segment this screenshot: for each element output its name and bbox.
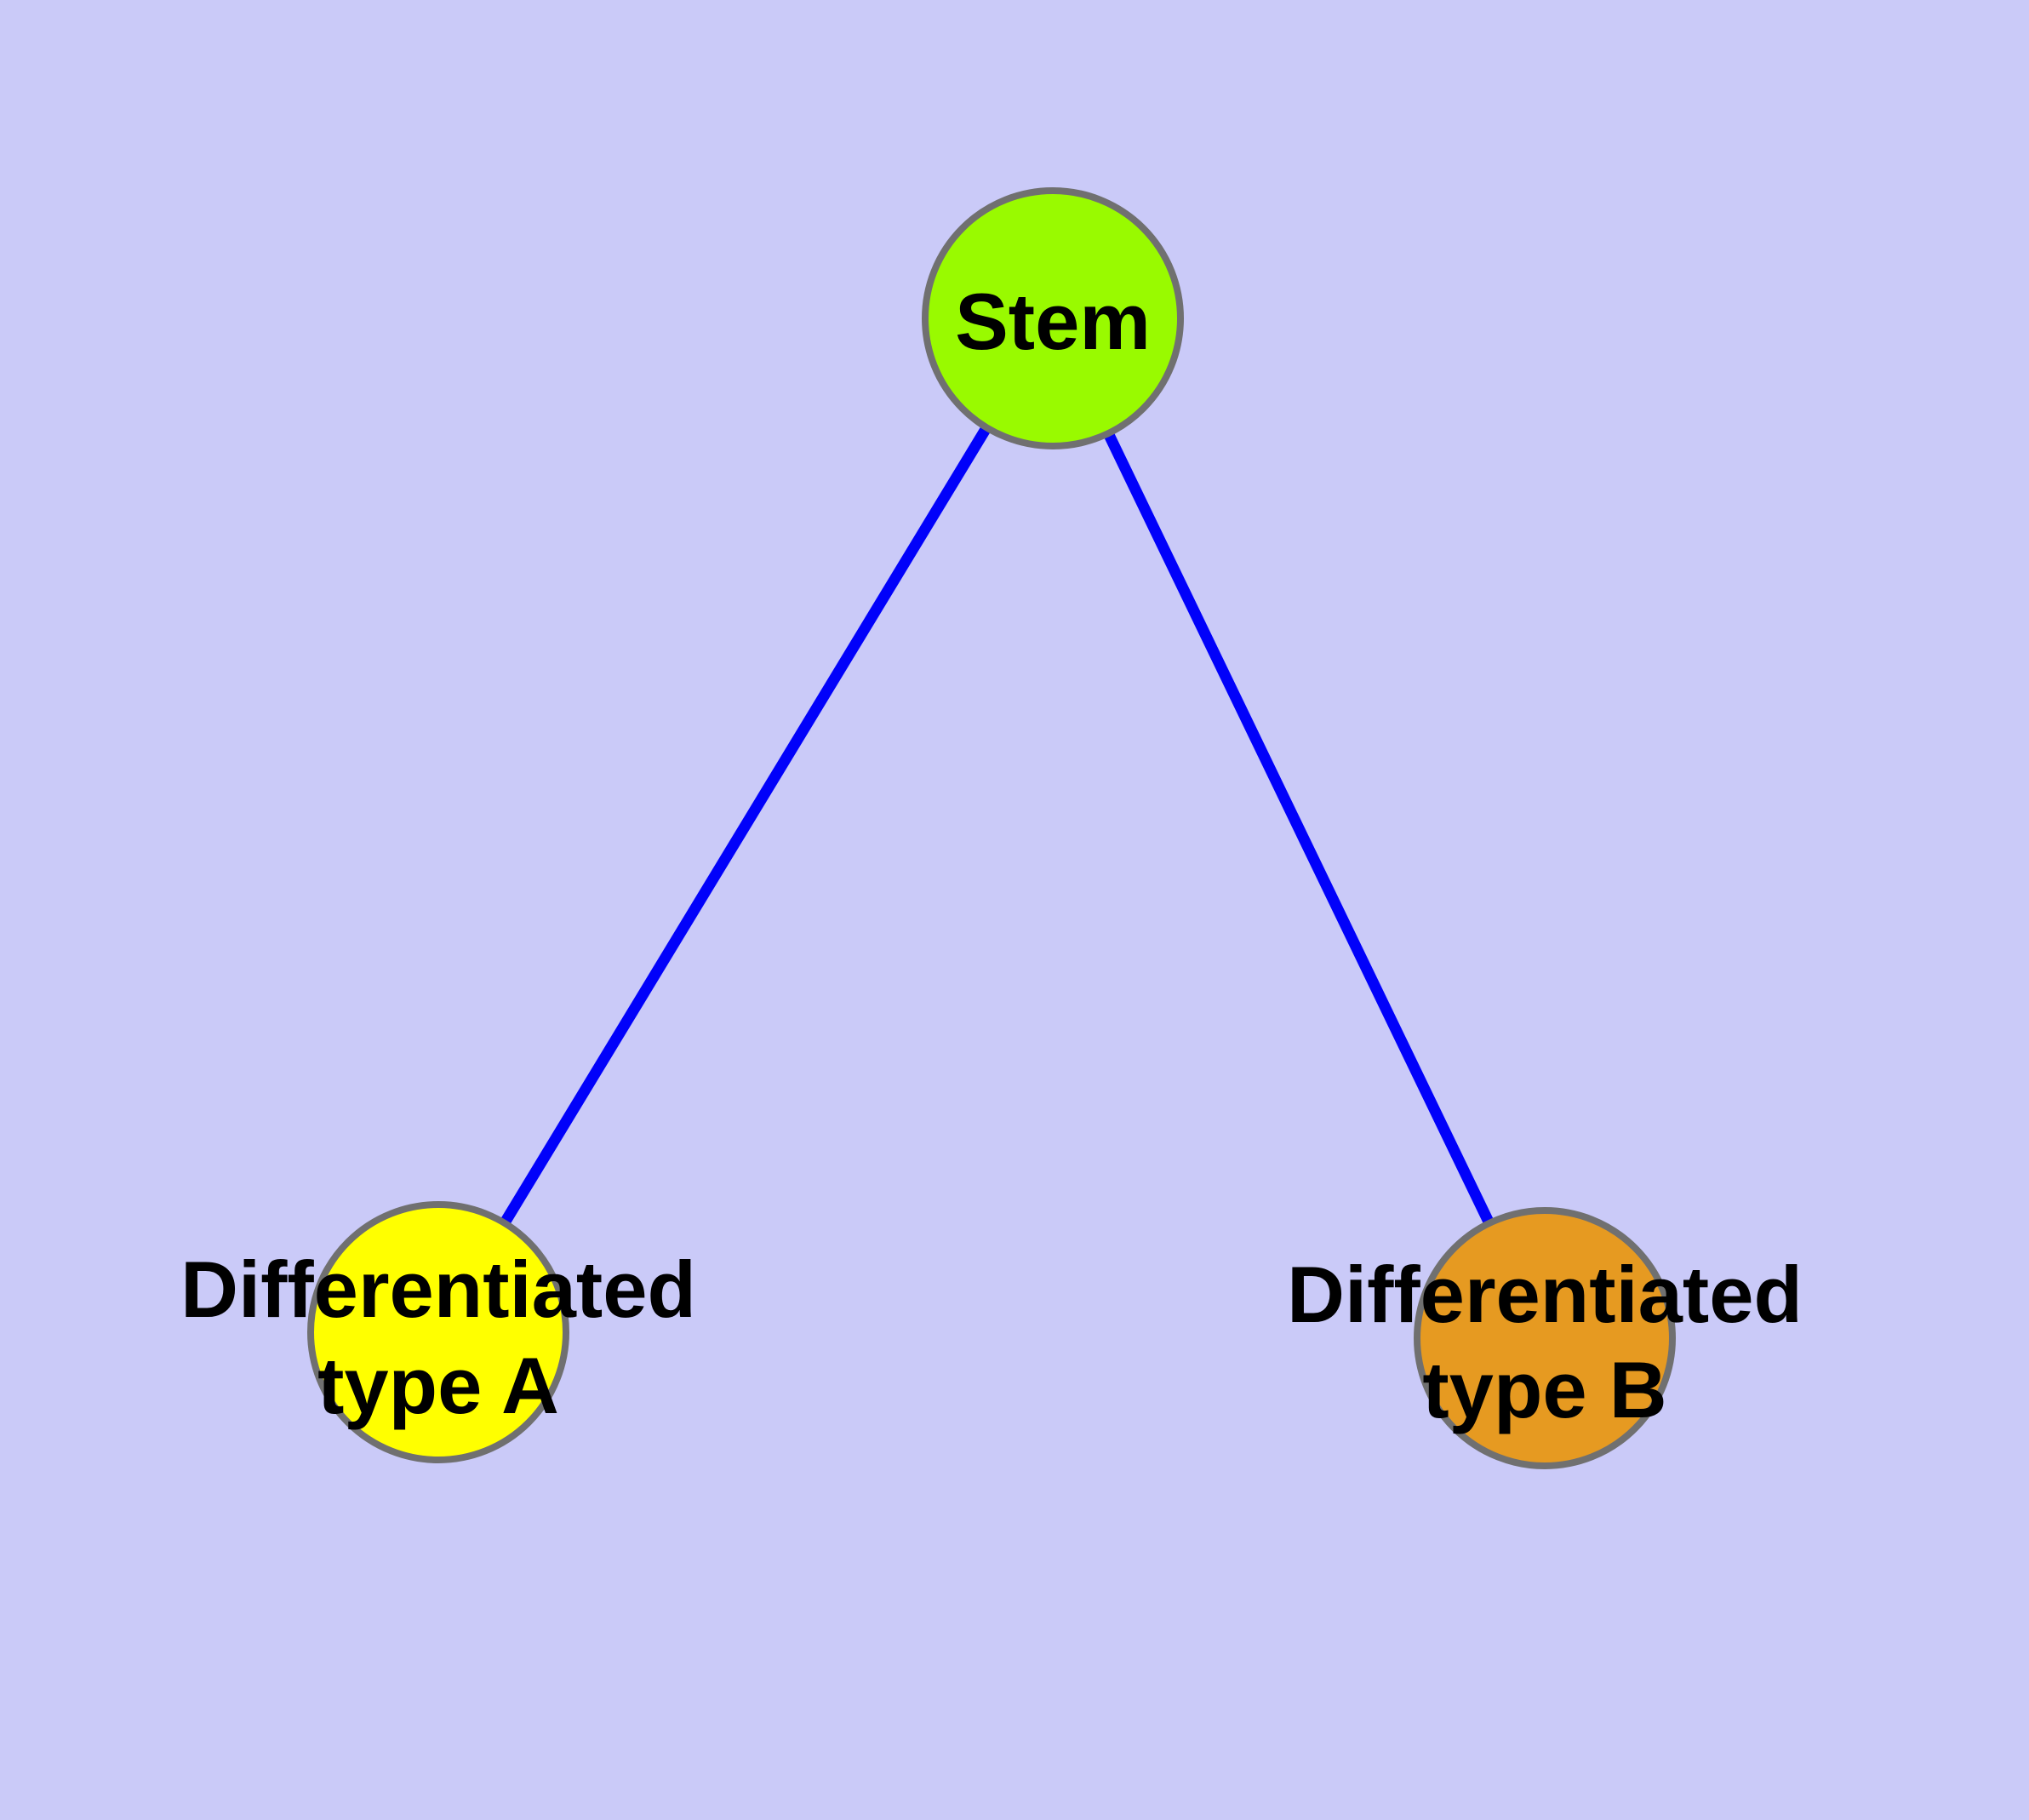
edge-stem-to-type-b (1048, 316, 1550, 1341)
node-type-b-label-line1: Differentiated (1287, 1250, 1803, 1339)
node-differentiated-type-a: Differentiated type A (180, 1201, 696, 1463)
node-type-b-circle (1414, 1207, 1676, 1469)
node-stem-label: Stem (955, 277, 1151, 366)
node-stem: Stem (922, 187, 1184, 449)
node-stem-circle (922, 187, 1184, 449)
node-type-a-label-line2: type A (317, 1341, 559, 1430)
node-type-b-label-line2: type B (1422, 1345, 1666, 1434)
edge-stem-to-type-a (433, 315, 1058, 1336)
node-type-a-circle (307, 1201, 569, 1463)
node-differentiated-type-b: Differentiated type B (1287, 1207, 1803, 1469)
node-type-a-label-line1: Differentiated (180, 1245, 696, 1334)
